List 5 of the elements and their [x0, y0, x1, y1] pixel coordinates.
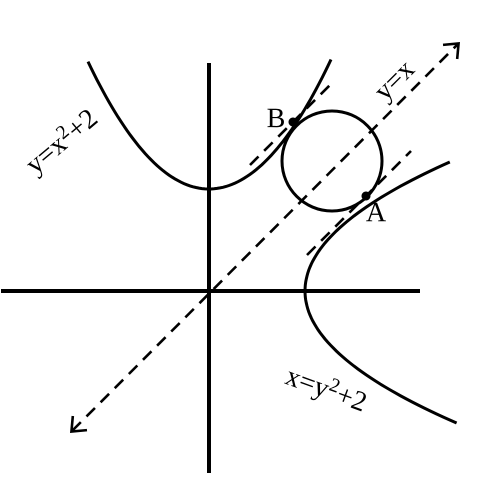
curve-label: y=x$^{2}$+2 [27, 110, 98, 180]
curve-label: x=y$^{2}$+2 [284, 371, 366, 412]
line-label: y=x [376, 62, 416, 106]
point-label: B [267, 108, 284, 128]
point-label: A [366, 202, 386, 222]
